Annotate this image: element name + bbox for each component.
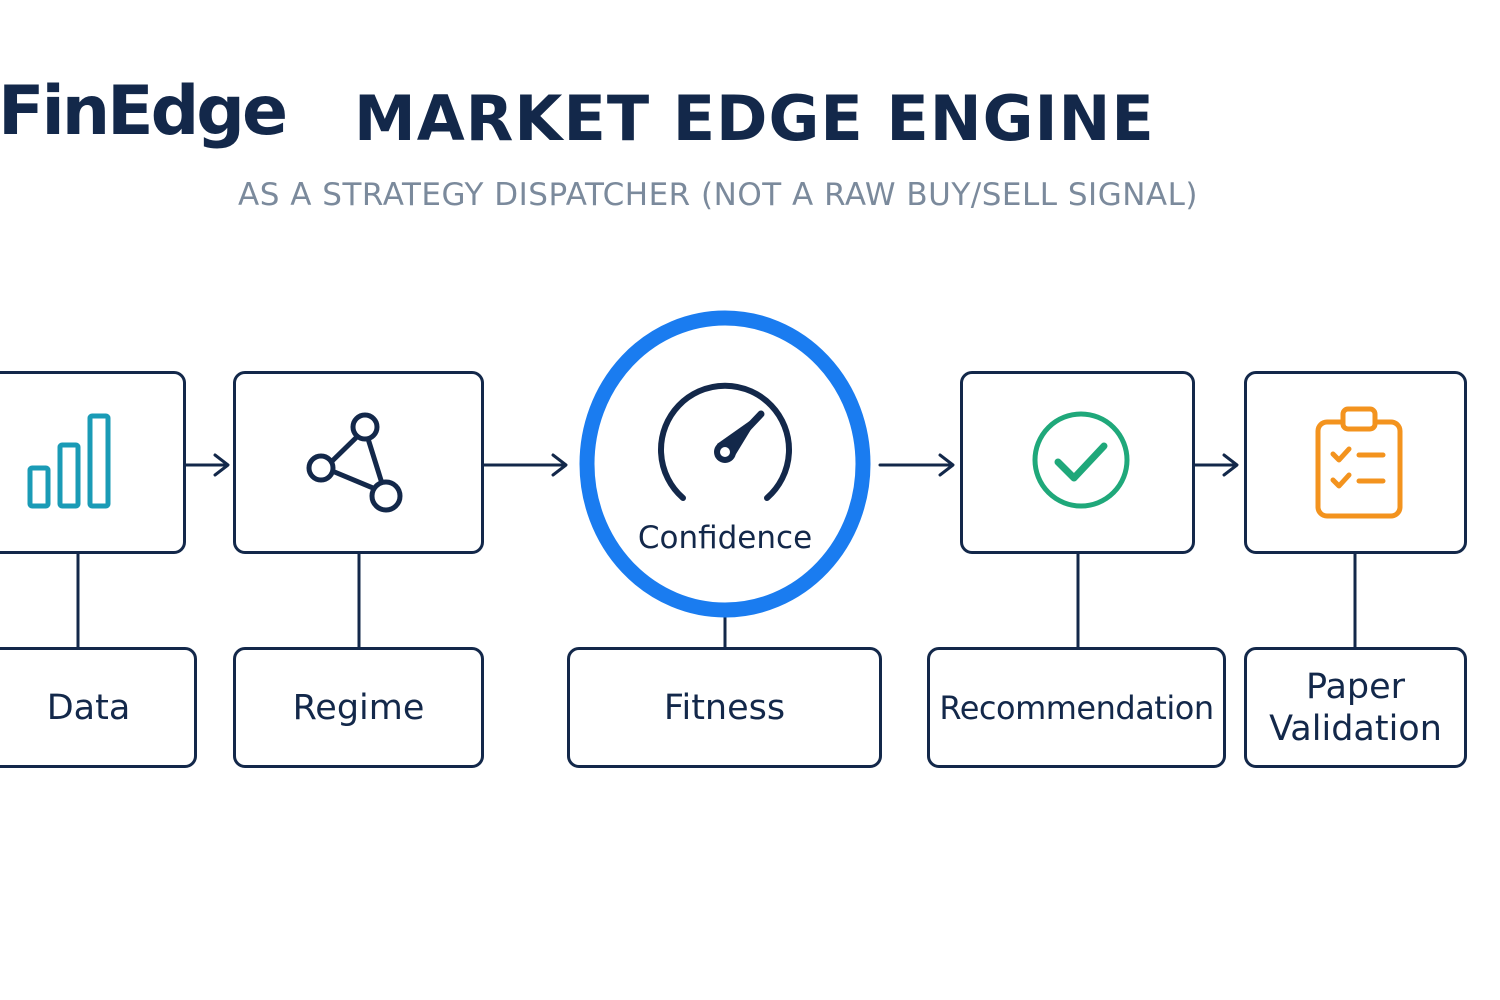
stage-recommendation-label-text: Recommendation	[939, 688, 1214, 727]
stage-regime-label: Regime	[233, 647, 484, 768]
stage-fitness-label-text: Fitness	[663, 687, 786, 728]
stage-regime-label-text: Regime	[292, 687, 425, 728]
clipboard-checklist-icon	[1315, 406, 1403, 519]
arrow-confidence-to-recommendation	[878, 453, 955, 477]
stage-recommendation-box	[960, 371, 1195, 554]
page-subtitle: AS A STRATEGY DISPATCHER (NOT A RAW BUY/…	[238, 177, 1198, 213]
stage-regime-box	[233, 371, 484, 554]
confidence-ring	[579, 310, 871, 618]
stage-data-label-text: Data	[46, 687, 131, 728]
network-nodes-icon	[306, 412, 403, 513]
page-title: MARKET EDGE ENGINE	[354, 82, 1155, 155]
arrow-recommendation-to-paper	[1193, 453, 1239, 477]
arrow-regime-to-confidence	[482, 453, 568, 477]
gauge-icon	[658, 382, 792, 501]
stage-data-box	[0, 371, 186, 554]
stage-paper-validation-label-line1: Paper	[1305, 666, 1406, 707]
check-circle-icon	[1032, 411, 1130, 509]
stage-recommendation-label: Recommendation	[927, 647, 1226, 768]
bar-chart-icon	[27, 413, 111, 509]
stage-paper-validation-label: Paper Validation	[1244, 647, 1467, 768]
stage-paper-validation-box	[1244, 371, 1467, 554]
confidence-label: Confidence	[637, 520, 813, 556]
stage-data-label: Data	[0, 647, 197, 768]
stage-fitness-label: Fitness	[567, 647, 882, 768]
stage-paper-validation-label-line2: Validation	[1269, 708, 1442, 749]
finedge-logo: FinEdge	[0, 72, 288, 151]
arrow-data-to-regime	[184, 453, 230, 477]
